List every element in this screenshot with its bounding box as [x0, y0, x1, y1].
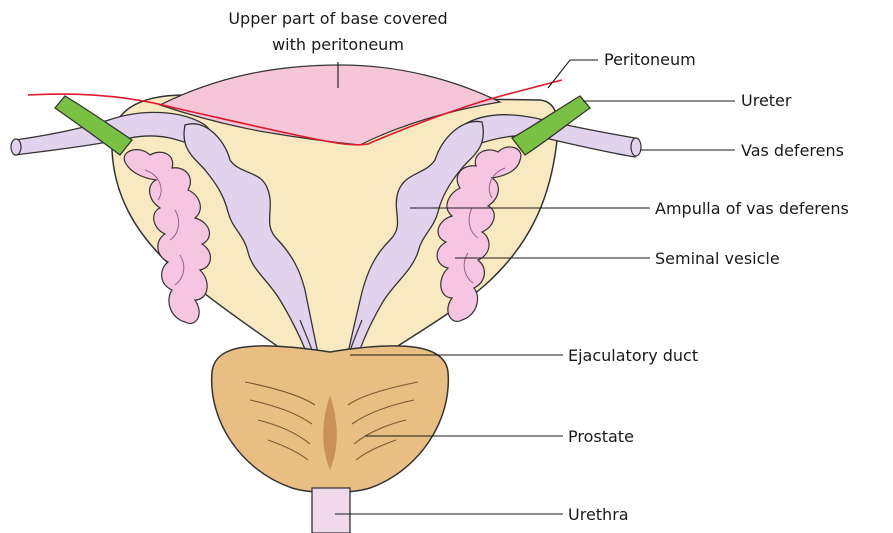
label-upper-base-line1: Upper part of base covered	[228, 9, 447, 28]
label-seminal-vesicle: Seminal vesicle	[655, 249, 780, 268]
urethra	[312, 488, 350, 533]
left-vas-end	[11, 139, 21, 155]
label-peritoneum: Peritoneum	[604, 50, 696, 69]
leader-peritoneum	[548, 60, 598, 88]
label-prostate: Prostate	[568, 427, 634, 446]
label-upper-base-line2: with peritoneum	[272, 35, 404, 54]
label-urethra: Urethra	[568, 505, 629, 524]
label-ejaculatory-duct: Ejaculatory duct	[568, 346, 698, 365]
right-vas-end	[631, 138, 641, 156]
label-ampulla: Ampulla of vas deferens	[655, 199, 849, 218]
label-vas-deferens: Vas deferens	[741, 141, 844, 160]
label-ureter: Ureter	[741, 91, 792, 110]
